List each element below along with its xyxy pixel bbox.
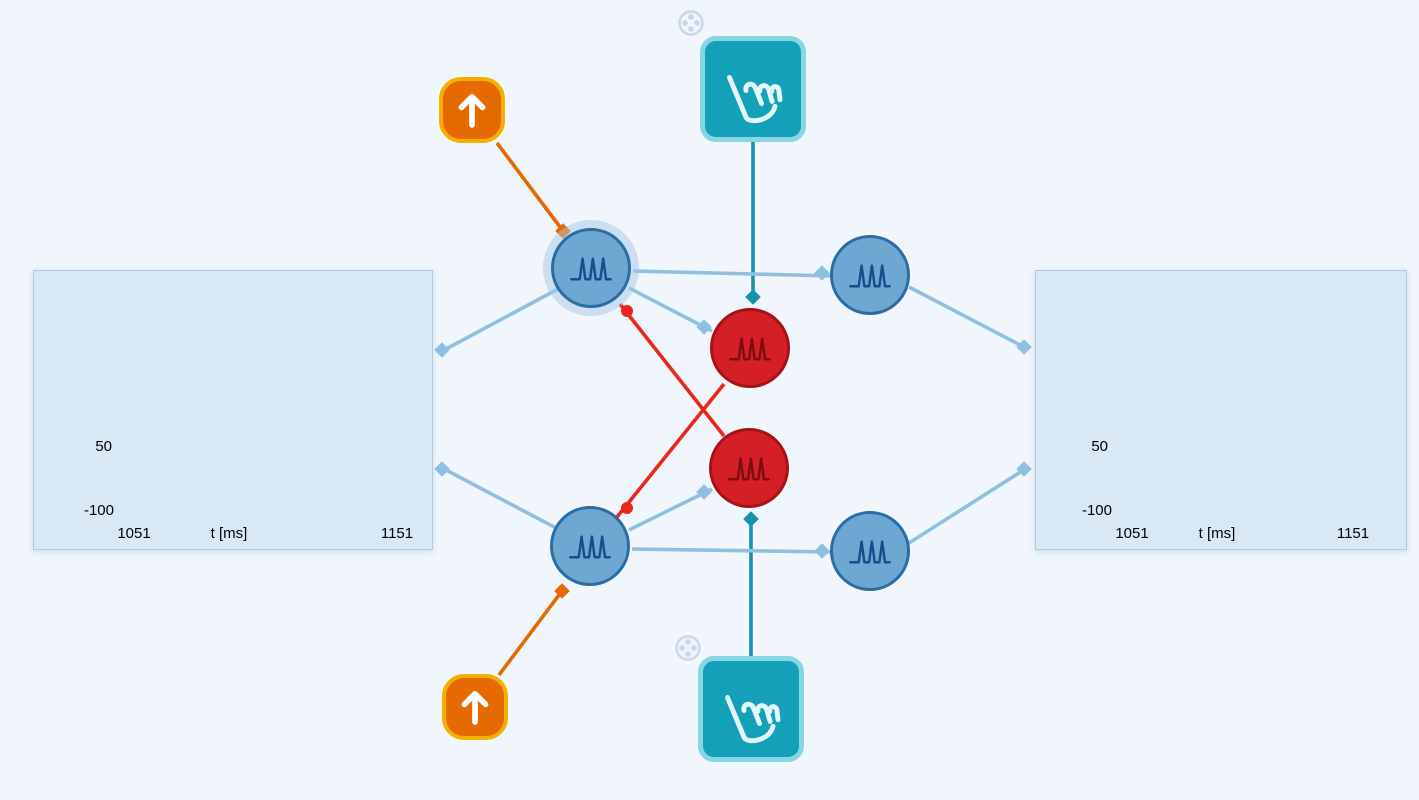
- connection-dc-bottom-to-excitatory-2[interactable]: [497, 583, 570, 677]
- voltmeter-right-plot: 50 -100 1051 t [ms] 1151: [1082, 285, 1388, 542]
- spike-train-icon: [728, 457, 770, 481]
- handle-wheel-icon-top[interactable]: [676, 8, 706, 38]
- touch-hand-icon: [725, 695, 781, 744]
- voltmeter-left[interactable]: 50 -100 1051 t [ms] 1151: [33, 270, 433, 550]
- spike-train-icon: [569, 535, 611, 559]
- dc-current-source-top[interactable]: [439, 77, 505, 143]
- voltmeter-left-plot: 50 -100 1051 t [ms] 1151: [84, 333, 413, 542]
- connection-excitatory-1-to-voltmeter-left[interactable]: [434, 287, 559, 358]
- excitatory-neuron-4[interactable]: [830, 511, 910, 591]
- x-min-label: 1051: [117, 525, 150, 542]
- y-max-label: 50: [95, 438, 112, 455]
- inhibitory-neuron-1[interactable]: [710, 308, 790, 388]
- voltmeter-right[interactable]: 50 -100 1051 t [ms] 1151: [1035, 270, 1407, 550]
- touch-activator-bottom[interactable]: [698, 656, 804, 762]
- x-min-label: 1051: [1115, 525, 1148, 542]
- connection-inhibitory-1-to-excitatory-2[interactable]: [615, 382, 726, 519]
- handle-wheel-icon-bottom[interactable]: [673, 633, 703, 663]
- y-min-label: -100: [1082, 502, 1112, 519]
- excitatory-neuron-1-voltage: [121, 333, 393, 358]
- x-max-label: 1151: [1337, 525, 1369, 542]
- plot-axes: [126, 424, 400, 518]
- touch-activator-top[interactable]: [700, 36, 806, 142]
- connection-excitatory-2-to-voltmeter-left[interactable]: [434, 461, 559, 531]
- spike-train-icon: [849, 264, 891, 288]
- connection-excitatory-4-to-voltmeter-right[interactable]: [908, 461, 1032, 545]
- spike-train-icon: [729, 337, 771, 361]
- x-axis-label: t [ms]: [1199, 525, 1236, 542]
- x-max-label: 1151: [381, 525, 413, 542]
- connection-excitatory-2-to-inhibitory-2[interactable]: [628, 484, 713, 532]
- excitatory-neuron-3-voltage: [1119, 285, 1353, 383]
- excitatory-neuron-3[interactable]: [830, 235, 910, 315]
- connection-excitatory-1-to-inhibitory-1[interactable]: [628, 286, 713, 335]
- connection-touch-bottom-to-inhibitory-2[interactable]: [743, 511, 759, 657]
- y-min-label: -100: [84, 502, 114, 519]
- connection-excitatory-3-to-voltmeter-right[interactable]: [908, 285, 1032, 355]
- excitatory-neuron-2[interactable]: [550, 506, 630, 586]
- spike-train-icon: [570, 257, 612, 281]
- touch-hand-icon: [727, 75, 783, 124]
- spike-train-icon: [849, 540, 891, 564]
- dc-current-source-bottom[interactable]: [442, 674, 508, 740]
- x-axis-label: t [ms]: [211, 525, 248, 542]
- connection-touch-top-to-inhibitory-1[interactable]: [745, 141, 761, 305]
- arrow-up-icon: [461, 690, 489, 725]
- connection-inhibitory-2-to-excitatory-1[interactable]: [618, 302, 726, 438]
- excitatory-neuron-2-voltage: [132, 427, 396, 507]
- y-max-label: 50: [1091, 438, 1108, 455]
- arrow-up-icon: [458, 93, 486, 128]
- connection-dc-top-to-excitatory-1[interactable]: [495, 141, 571, 239]
- inhibitory-neuron-2[interactable]: [709, 428, 789, 508]
- plot-axes: [1124, 424, 1388, 518]
- connection-excitatory-2-to-excitatory-4[interactable]: [631, 543, 834, 559]
- excitatory-neuron-1[interactable]: [551, 228, 631, 308]
- connection-excitatory-1-to-excitatory-3[interactable]: [632, 265, 834, 281]
